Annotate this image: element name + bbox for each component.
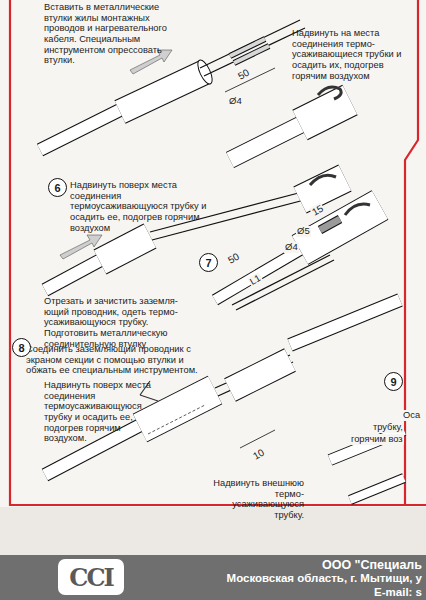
- dimension-label: Ø5: [296, 226, 311, 237]
- dimension-label: Ø4: [284, 242, 299, 253]
- instruction-text: Надвинуть поверх места соединения термоу…: [70, 180, 210, 233]
- step7-cable: [215, 204, 380, 310]
- instruction-text: Надвинуть внешнюю термо-усаживающуюся тр…: [212, 478, 304, 521]
- step-number: 8: [18, 342, 24, 354]
- dimension-label: L1: [247, 272, 263, 288]
- instruction-text: Надвинуть поверх места соединения термоу…: [44, 380, 162, 444]
- dimension-label: 50: [225, 250, 242, 267]
- instruction-text: Отрезать и зачистить заземля-ющий провод…: [44, 296, 202, 349]
- dimension-label: 15: [309, 202, 326, 219]
- instruction-text: Вставить в металлические втулки жилы мон…: [44, 2, 179, 66]
- dimension-label: Оса: [402, 410, 421, 421]
- footer-text: E-mail: s: [374, 586, 422, 598]
- dimension-label: Ø4: [228, 96, 243, 107]
- light-band: [0, 507, 426, 555]
- step-number: 7: [205, 257, 211, 269]
- instruction-text: Надвинуть на места соединения термо-усаж…: [292, 28, 404, 81]
- step-number-circle: 7: [199, 253, 218, 272]
- dimension-label: трубку,: [372, 422, 404, 433]
- step-number-circle: 9: [384, 372, 403, 391]
- step-number: 9: [390, 376, 396, 388]
- footer-text: ООО "Специаль: [322, 558, 422, 572]
- dimension-label: 10: [250, 446, 267, 463]
- step-number-circle: 8: [12, 338, 31, 357]
- instruction-text: Соединить заземляющий проводник с экрано…: [26, 344, 211, 376]
- step6-cable: [45, 175, 345, 290]
- logo-text: ССI: [69, 563, 112, 592]
- step-number: 6: [54, 182, 60, 194]
- step-number-circle: 6: [48, 178, 67, 197]
- red-frame: [10, 0, 426, 505]
- dimension-label: горячим воз: [350, 434, 404, 445]
- footer-text: Московская область, г. Мытищи, у: [227, 572, 422, 584]
- dimension-label: 50: [235, 66, 252, 83]
- step9-cable: [290, 300, 404, 500]
- footer-band: ССI ООО "СпециальМосковская область, г. М…: [0, 555, 426, 600]
- logo-box: ССI: [58, 559, 124, 595]
